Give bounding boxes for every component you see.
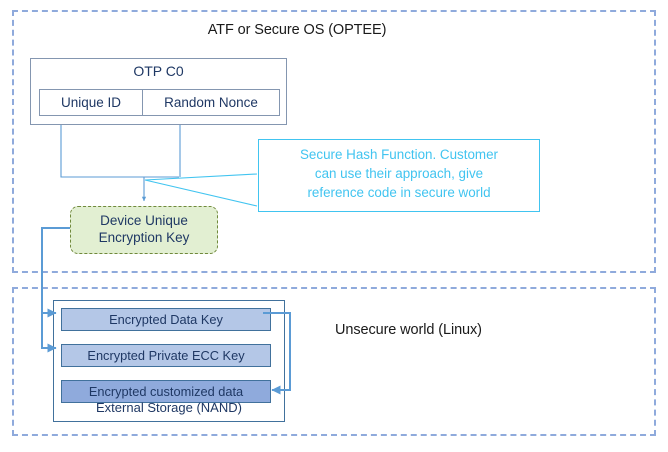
external-storage-box: Encrypted Data Key Encrypted Private ECC… [53, 300, 285, 422]
device-key-line-1: Device Unique [100, 213, 188, 229]
storage-item-encrypted-private-ecc-key: Encrypted Private ECC Key [61, 344, 271, 367]
otp-cell-unique-id: Unique ID [39, 89, 143, 116]
storage-item-encrypted-customized-data: Encrypted customized data [61, 380, 271, 403]
device-unique-encryption-key-box: Device Unique Encryption Key [70, 206, 218, 254]
unsecure-world-title: Unsecure world (Linux) [335, 322, 482, 338]
otp-cell-random-nonce: Random Nonce [142, 89, 280, 116]
otp-box: OTP C0 Unique ID Random Nonce [30, 58, 287, 125]
secure-hash-function-callout: Secure Hash Function. Customer can use t… [258, 139, 540, 212]
secure-world-container [12, 10, 656, 273]
secure-world-title: ATF or Secure OS (OPTEE) [207, 22, 387, 38]
unsecure-world-container [12, 287, 656, 436]
otp-title: OTP C0 [133, 63, 184, 79]
storage-item-encrypted-data-key: Encrypted Data Key [61, 308, 271, 331]
external-storage-label: External Storage (NAND) [96, 400, 242, 415]
device-key-line-2: Encryption Key [98, 230, 190, 245]
